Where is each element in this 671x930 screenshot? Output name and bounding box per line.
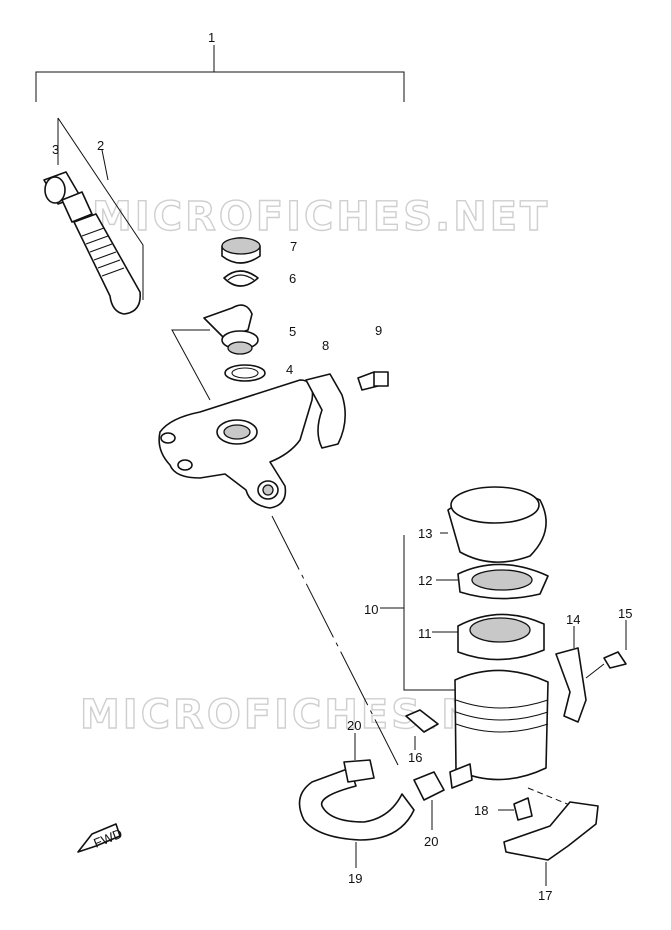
callout-2: 2 xyxy=(97,138,104,153)
callout-11: 11 xyxy=(418,626,432,641)
reservoir-mounting xyxy=(405,620,627,750)
callout-8: 8 xyxy=(322,338,329,353)
assembly-bracket-1 xyxy=(35,45,405,102)
callout-17: 17 xyxy=(538,888,552,903)
callout-19: 19 xyxy=(348,871,362,886)
callout-16: 16 xyxy=(408,750,422,765)
callout-9: 9 xyxy=(375,323,382,338)
fwd-arrow-icon: FWD xyxy=(77,823,125,853)
callouts: 1 2 3 4 5 6 7 8 9 10 11 12 13 14 15 16 1… xyxy=(52,30,632,903)
piston-assembly xyxy=(43,117,144,315)
callout-13: 13 xyxy=(418,526,432,541)
callout-12: 12 xyxy=(418,573,432,588)
callout-1: 1 xyxy=(208,30,215,45)
reservoir-assembly xyxy=(380,486,549,789)
callout-4: 4 xyxy=(286,362,293,377)
small-parts-stack xyxy=(203,237,266,382)
callout-3: 3 xyxy=(52,142,59,157)
callout-15: 15 xyxy=(618,606,632,621)
master-cylinder-body xyxy=(158,329,314,509)
watermark-top: MICROFICHES.NET xyxy=(92,194,550,240)
callout-14: 14 xyxy=(566,612,580,627)
callout-6: 6 xyxy=(289,271,296,286)
callout-20-lower: 20 xyxy=(424,834,438,849)
callout-10: 10 xyxy=(364,602,378,617)
callout-20-upper: 20 xyxy=(347,718,361,733)
reservoir-hose xyxy=(271,515,445,868)
callout-18: 18 xyxy=(474,803,488,818)
lower-bracket xyxy=(498,787,599,886)
holder-and-bolt xyxy=(305,371,389,449)
fwd-label: FWD xyxy=(91,826,124,851)
callout-7: 7 xyxy=(290,239,297,254)
callout-5: 5 xyxy=(289,324,296,339)
